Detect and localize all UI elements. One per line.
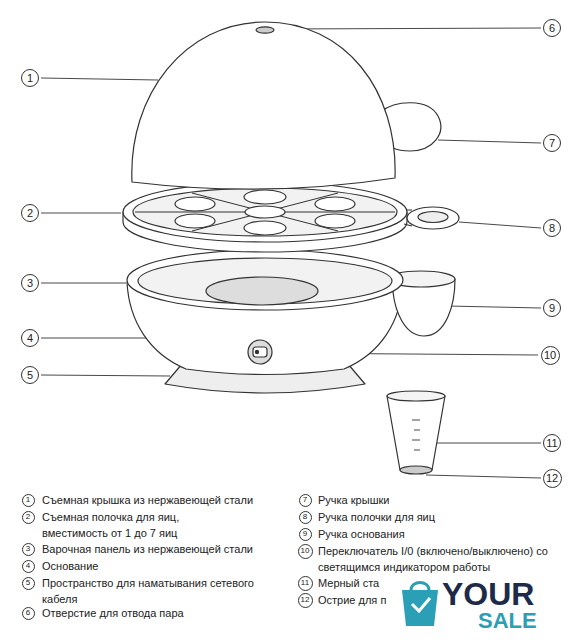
callout-number: 12 — [543, 469, 562, 488]
watermark-icon — [402, 583, 438, 627]
callout-text: 3 — [27, 278, 33, 289]
callout-text: 9 — [549, 303, 555, 314]
callout-number: 1 — [21, 69, 39, 87]
steam-vent — [256, 27, 274, 33]
callout-text: 4 — [27, 333, 33, 344]
callout-number: 6 — [543, 19, 561, 37]
callout-text: 6 — [549, 23, 555, 34]
piercing-pin — [400, 466, 432, 474]
callout-number: 8 — [543, 219, 561, 237]
part-description: Переключатель I/0 (включено/выключено) с… — [318, 543, 558, 575]
callout-number: 11 — [543, 434, 561, 452]
callout-text: 10 — [301, 547, 310, 555]
legend-number: 1 — [22, 494, 35, 507]
part-description: Ручка крышки — [318, 492, 568, 508]
part-description: Острие для п — [318, 592, 398, 608]
legend-number: 6 — [22, 607, 35, 620]
egg-holes — [175, 190, 355, 235]
callout-number: 9 — [543, 299, 561, 317]
callout-text: 1 — [26, 496, 30, 504]
lid-dome — [132, 22, 395, 189]
callout-text: 2 — [27, 208, 33, 219]
watermark: YOUR — [442, 578, 562, 610]
part-description: Ручка основания — [318, 526, 568, 542]
callout-text: 9 — [303, 530, 307, 538]
egg-tray — [123, 182, 407, 242]
callout-text: 6 — [26, 609, 30, 617]
part-description: Отверстие для отвода пара — [42, 605, 292, 621]
callout-text: 12 — [546, 473, 558, 484]
callout-text: 8 — [549, 223, 555, 234]
callout-text: 1 — [27, 73, 33, 84]
legend-number: 4 — [22, 560, 35, 573]
power-switch-dot — [255, 350, 258, 353]
callout-text: 7 — [303, 496, 307, 504]
callout-text: 10 — [544, 350, 556, 361]
cup-graduations — [412, 420, 420, 450]
callout-number: 7 — [543, 134, 561, 152]
measuring-cup — [387, 396, 445, 470]
callout-text: 8 — [303, 513, 307, 521]
power-switch-rocker — [253, 347, 267, 357]
callout-text: 4 — [26, 562, 30, 570]
callout-number: 3 — [21, 274, 39, 292]
legend-number: 8 — [299, 511, 312, 524]
callout-number: 10 — [541, 346, 560, 365]
watermark: SALE — [478, 609, 568, 633]
legend-number: 10 — [298, 544, 313, 559]
measuring-cup-top — [387, 391, 445, 401]
callout-number: 5 — [21, 366, 39, 384]
callout-number: 2 — [21, 204, 39, 222]
egg-tray-inner — [133, 188, 397, 236]
callout-text: 5 — [27, 370, 33, 381]
part-description: Ручка полочки для яиц — [318, 509, 568, 525]
legend-number: 7 — [299, 494, 312, 507]
part-description: Пространство для наматывания сетевого ка… — [42, 575, 274, 607]
part-description: Мерный ста — [318, 575, 398, 591]
callout-number: 4 — [21, 329, 39, 347]
part-description: Основание — [42, 558, 292, 574]
legend-number: 2 — [22, 511, 35, 524]
legend-number: 9 — [299, 528, 312, 541]
power-switch — [248, 340, 272, 364]
tray-handle — [407, 207, 459, 229]
part-description: Съемная крышка из нержавеющей стали — [42, 492, 292, 508]
legend-number: 3 — [22, 543, 35, 556]
callout-text: 7 — [549, 138, 555, 149]
tray-handle-hole — [418, 212, 448, 223]
callout-text: 2 — [26, 513, 30, 521]
heating-plate — [206, 277, 318, 305]
legend-number: 12 — [298, 593, 313, 608]
callout-text: 11 — [301, 579, 309, 587]
callout-text: 12 — [301, 596, 310, 604]
callout-text: 5 — [26, 579, 30, 587]
part-description: Варочная панель из нержавеющей стали — [42, 541, 292, 557]
legend-number: 11 — [298, 576, 313, 591]
part-description: Съемная полочка для яиц, вместимость от … — [42, 509, 232, 541]
legend-number: 5 — [22, 577, 35, 590]
base-rim-inner — [138, 258, 392, 304]
callout-text: 3 — [26, 545, 30, 553]
callout-text: 11 — [546, 438, 557, 449]
base-rim — [127, 250, 403, 310]
